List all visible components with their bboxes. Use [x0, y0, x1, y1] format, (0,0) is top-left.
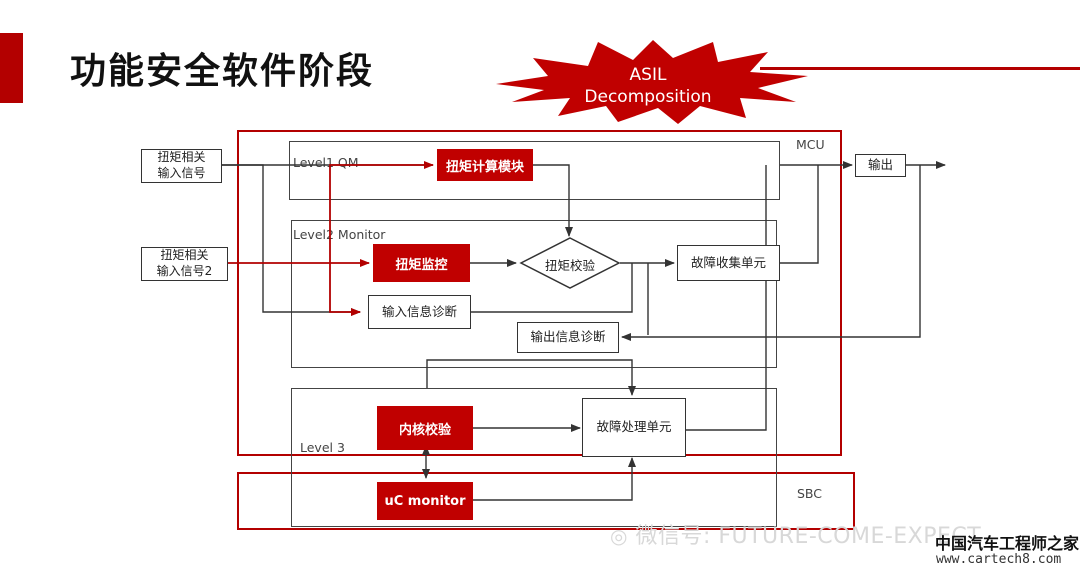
- sbc-label: SBC: [797, 486, 823, 501]
- uc-monitor-block: uC monitor: [377, 482, 473, 520]
- input-signal-2-line1: 扭矩相关: [160, 248, 209, 263]
- level1-label: Level1 QM: [293, 155, 359, 170]
- torque-monitor-block: 扭矩监控: [373, 244, 470, 282]
- input-signal-2-line2: 输入信号2: [156, 264, 213, 278]
- level3-label: Level 3: [300, 440, 345, 455]
- torque-check-label: 扭矩校验: [544, 258, 595, 273]
- input-signal-1: 扭矩相关输入信号: [141, 149, 222, 183]
- asil-starburst: [496, 40, 808, 124]
- output-block: 输出: [855, 154, 906, 177]
- level2-label: Level2 Monitor: [293, 227, 386, 242]
- header-rule: [760, 67, 1080, 70]
- asil-line2: Decomposition: [584, 87, 712, 107]
- torque-calc-block: 扭矩计算模块: [437, 149, 533, 181]
- input-diag-block: 输入信息诊断: [368, 295, 471, 329]
- wechat-watermark-text: 微信号: FUTURE-COME-EXPECT: [635, 524, 982, 549]
- input-signal-2: 扭矩相关输入信号2: [141, 247, 228, 281]
- site-url: www.cartech8.com: [936, 552, 1062, 567]
- page-title: 功能安全软件阶段: [70, 51, 375, 92]
- core-check-block: 内核校验: [377, 406, 473, 450]
- mcu-label: MCU: [796, 137, 825, 152]
- torque-check-diamond: [519, 237, 621, 289]
- wechat-watermark: ◎ 微信号: FUTURE-COME-EXPECT: [610, 518, 981, 550]
- fault-collect-block: 故障收集单元: [677, 245, 780, 281]
- input-signal-1-line1: 扭矩相关: [157, 150, 206, 165]
- level1-frame: [289, 141, 780, 200]
- mcu-frame: [237, 130, 842, 456]
- input-signal-1-line2: 输入信号: [157, 166, 206, 180]
- wechat-icon: ◎: [610, 524, 628, 548]
- title-accent-bar: [0, 33, 23, 103]
- output-diag-block: 输出信息诊断: [517, 322, 619, 353]
- level3-frame: [291, 388, 777, 527]
- site-name: 中国汽车工程师之家: [935, 534, 1080, 553]
- fault-process-block: 故障处理单元: [582, 398, 686, 457]
- asil-line1: ASIL: [629, 65, 667, 85]
- level2-frame: [291, 220, 777, 368]
- sbc-frame: [237, 472, 855, 530]
